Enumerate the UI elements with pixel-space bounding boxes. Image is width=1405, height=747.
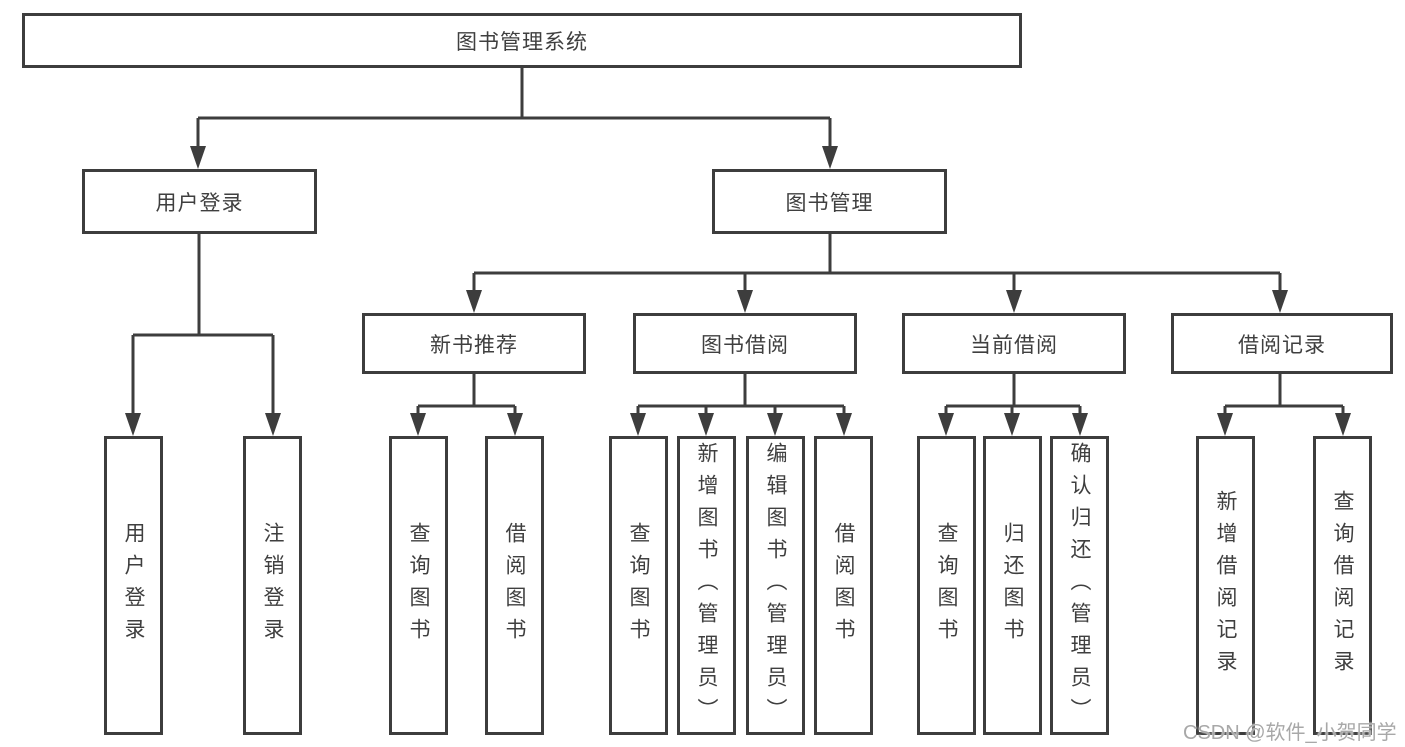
node-book-borrow-label: 图书借阅 [701,333,789,357]
leaf-current-query-books-label: 查询图书 [935,521,958,650]
leaf-edit-books-admin-label: 编辑图书（管理员） [764,441,787,730]
leaf-return-books-label: 归还图书 [1001,521,1024,650]
csdn-watermark: CSDN @软件_小贺同学 [1183,722,1397,744]
leaf-borrow-books: 借阅图书 [814,436,873,735]
leaf-query-borrow-record: 查询借阅记录 [1313,436,1372,735]
leaf-add-borrow-record: 新增借阅记录 [1196,436,1255,735]
leaf-user-login: 用户登录 [104,436,163,735]
node-user-login: 用户登录 [82,169,317,234]
node-library-system-label: 图书管理系统 [456,30,588,54]
leaf-recommend-borrow-books: 借阅图书 [485,436,544,735]
node-book-management: 图书管理 [712,169,947,234]
arrowheads [125,146,1351,436]
node-current-borrow-label: 当前借阅 [970,333,1058,357]
leaf-return-books: 归还图书 [983,436,1042,735]
leaf-recommend-query-books-label: 查询图书 [407,521,430,650]
node-new-book-recommend-label: 新书推荐 [430,333,518,357]
leaf-logout-label: 注销登录 [261,521,284,650]
leaf-query-borrow-record-label: 查询借阅记录 [1331,489,1354,682]
leaf-recommend-query-books: 查询图书 [389,436,448,735]
leaf-user-login-label: 用户登录 [122,521,145,650]
node-book-borrow: 图书借阅 [633,313,857,374]
node-borrow-record: 借阅记录 [1171,313,1393,374]
leaf-borrow-query-books-label: 查询图书 [627,521,650,650]
node-current-borrow: 当前借阅 [902,313,1126,374]
leaf-confirm-return-admin-label: 确认归还（管理员） [1068,441,1091,730]
node-user-login-label: 用户登录 [155,191,244,215]
leaf-add-borrow-record-label: 新增借阅记录 [1214,489,1237,682]
leaf-confirm-return-admin: 确认归还（管理员） [1050,436,1109,735]
leaf-add-books-admin-label: 新增图书（管理员） [695,441,718,730]
leaf-borrow-query-books: 查询图书 [609,436,668,735]
leaf-add-books-admin: 新增图书（管理员） [677,436,736,735]
node-new-book-recommend: 新书推荐 [362,313,586,374]
node-library-system: 图书管理系统 [22,13,1022,68]
node-borrow-record-label: 借阅记录 [1238,333,1326,357]
leaf-edit-books-admin: 编辑图书（管理员） [746,436,805,735]
leaf-borrow-books-label: 借阅图书 [832,521,855,650]
leaf-recommend-borrow-books-label: 借阅图书 [503,521,526,650]
node-book-management-label: 图书管理 [785,191,874,215]
leaf-current-query-books: 查询图书 [917,436,976,735]
leaf-logout: 注销登录 [243,436,302,735]
